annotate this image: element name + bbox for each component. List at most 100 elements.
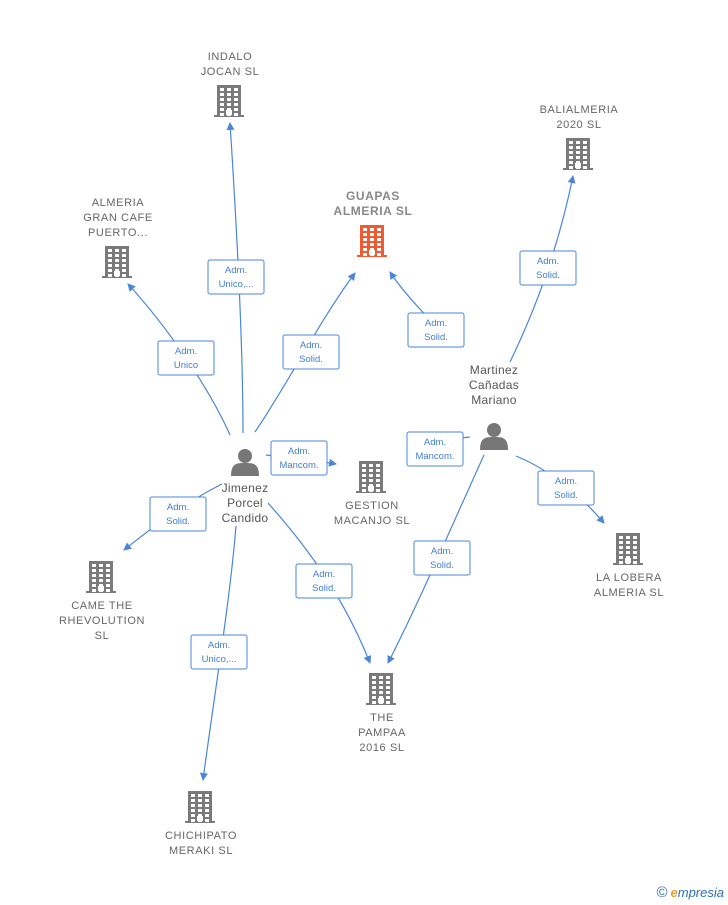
company-node-gestion-macanjo[interactable]: GESTION MACANJO SL xyxy=(334,461,410,527)
edge-label-text: Solid. xyxy=(554,490,578,501)
edge-label-box xyxy=(149,496,207,532)
edge-label[interactable]: Adm. Solid. xyxy=(295,563,353,599)
edge-label-box xyxy=(157,340,215,376)
person-label: Porcel xyxy=(227,496,263,510)
edge-label-text: Adm. xyxy=(424,437,446,448)
company-label: ALMERIA SL xyxy=(334,204,413,218)
edge-jimenez-to-came-the-rhevolution: Adm. Solid. xyxy=(123,483,223,551)
company-label: INDALO xyxy=(208,51,253,63)
edge-label[interactable]: Adm.Mancom. xyxy=(406,431,464,467)
edge-label-box xyxy=(519,250,577,286)
main-company-building-icon[interactable] xyxy=(357,225,387,257)
edge-label-box xyxy=(407,312,465,348)
edge-label-text: Adm. xyxy=(425,318,447,329)
company-node-came-the-rhevolution[interactable]: CAME THE RHEVOLUTION SL xyxy=(59,561,145,642)
edge-label[interactable]: Adm. Unico,... xyxy=(207,259,265,295)
edge-label-box xyxy=(190,634,248,670)
edge-label[interactable]: Adm. Solid. xyxy=(537,470,595,506)
edge-label[interactable]: Adm. Solid. xyxy=(413,540,471,576)
person-label: Jimenez xyxy=(222,481,269,495)
edge-label-text: Adm. xyxy=(537,256,559,267)
edge-martinez-to-la-lobera: Adm. Solid. xyxy=(515,455,605,524)
company-label: JOCAN SL xyxy=(201,66,260,78)
edge-label-text: Unico xyxy=(174,360,198,371)
edge-label[interactable]: Adm.Solid. xyxy=(519,250,577,286)
company-node-balialmeria[interactable]: BALIALMERIA 2020 SL xyxy=(540,104,619,170)
brand-name: mpresia xyxy=(677,885,724,900)
edge-label-box xyxy=(270,440,328,476)
edge-label-box xyxy=(413,540,471,576)
edge-label-text: Solid. xyxy=(430,560,454,571)
edge-label-text: Adm. xyxy=(225,265,247,276)
company-building-icon[interactable] xyxy=(563,138,593,170)
edge-jimenez-to-gestion-macanjo: Adm. Mancom. xyxy=(265,440,337,476)
edge-jimenez-to-almeria-gran-cafe: Adm.Unico xyxy=(127,283,231,436)
brand-initial: e xyxy=(670,885,678,900)
company-label: 2020 SL xyxy=(556,119,601,131)
edge-jimenez-to-indalo: Adm. Unico,... xyxy=(207,122,265,434)
edge-martinez-to-guapas: Adm.Solid. xyxy=(389,271,465,348)
edge-label-box xyxy=(537,470,595,506)
company-label: BALIALMERIA xyxy=(540,104,619,116)
edge-label-text: Adm. xyxy=(431,546,453,557)
edge-label-text: Adm. xyxy=(313,569,335,580)
company-label: 2016 SL xyxy=(359,742,404,754)
edge-martinez-to-gestion-macanjo: Adm.Mancom. xyxy=(406,431,471,467)
company-building-icon[interactable] xyxy=(86,561,116,593)
company-building-icon[interactable] xyxy=(185,791,215,823)
edge-label-text: Adm. xyxy=(167,502,189,513)
company-label: SL xyxy=(95,630,110,642)
edge-label-box xyxy=(282,334,340,370)
copyright-icon: © xyxy=(656,884,668,901)
company-node-the-pampaa[interactable]: THE PAMPAA 2016 SL xyxy=(358,673,406,754)
company-label: RHEVOLUTION xyxy=(59,615,145,627)
edge-label[interactable]: Adm. Mancom. xyxy=(270,440,328,476)
company-label: GESTION xyxy=(345,500,399,512)
company-label: THE xyxy=(370,712,394,724)
edge-label-box xyxy=(295,563,353,599)
edge-label[interactable]: Adm.Solid. xyxy=(282,334,340,370)
company-building-icon[interactable] xyxy=(214,85,244,117)
person-icon[interactable] xyxy=(231,449,259,476)
company-building-icon[interactable] xyxy=(102,246,132,278)
company-building-icon[interactable] xyxy=(366,673,396,705)
edge-label[interactable]: Adm.Unico xyxy=(157,340,215,376)
company-label: GUAPAS xyxy=(346,189,400,203)
edge-label-text: Adm. xyxy=(208,640,230,651)
company-building-icon[interactable] xyxy=(613,533,643,565)
company-label: MACANJO SL xyxy=(334,515,410,527)
edge-label[interactable]: Adm. Solid. xyxy=(149,496,207,532)
person-label: Martinez xyxy=(470,363,518,377)
brand-footer[interactable]: ©empresia xyxy=(656,884,724,901)
company-label: MERAKI SL xyxy=(169,845,233,857)
edge-label-text: Adm. xyxy=(288,446,310,457)
edge-label-text: Solid. xyxy=(166,516,190,527)
edge-label-text: Adm. xyxy=(300,340,322,351)
company-label: CAME THE xyxy=(71,600,132,612)
edge-label-text: Adm. xyxy=(555,476,577,487)
edge-martinez-to-the-pampaa: Adm. Solid. xyxy=(387,454,485,664)
company-label: ALMERIA SL xyxy=(594,587,664,599)
edge-label-box xyxy=(406,431,464,467)
edge-label[interactable]: Adm.Unico,... xyxy=(190,634,248,670)
edges-layer: Adm.Unico,...Adm.UnicoAdm.Solid.Adm.Manc… xyxy=(123,122,605,781)
person-icon[interactable] xyxy=(480,423,508,450)
edge-label-text: Mancom. xyxy=(279,460,318,471)
company-building-icon[interactable] xyxy=(356,461,386,493)
company-label: PUERTO... xyxy=(88,227,148,239)
person-label: Mariano xyxy=(471,393,516,407)
edge-label-text: Unico,... xyxy=(219,279,254,290)
company-label: PAMPAA xyxy=(358,727,406,739)
company-label: ALMERIA xyxy=(92,197,145,209)
company-node-indalo[interactable]: INDALO JOCAN SL xyxy=(201,51,260,117)
edge-label[interactable]: Adm.Solid. xyxy=(407,312,465,348)
edge-label-text: Solid. xyxy=(312,583,336,594)
edge-martinez-to-balialmeria: Adm.Solid. xyxy=(509,175,577,363)
